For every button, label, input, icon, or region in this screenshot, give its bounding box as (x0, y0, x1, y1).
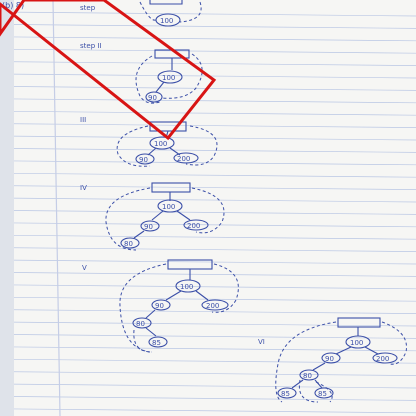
tree-node (277, 387, 297, 399)
ruled-line (0, 48, 416, 54)
svg-text:100: 100 (180, 283, 193, 291)
svg-text:85: 85 (281, 390, 290, 398)
svg-text:200: 200 (187, 222, 200, 230)
svg-text:80: 80 (124, 240, 133, 248)
ruled-line (0, 346, 416, 352)
ruled-line (0, 24, 416, 29)
ruled-line (0, 172, 416, 178)
ruled-line (0, 185, 416, 190)
svg-text:90: 90 (139, 156, 148, 164)
svg-text:90: 90 (148, 94, 157, 102)
ruled-line (0, 61, 416, 66)
ruled-line (0, 358, 416, 364)
tree-node (299, 369, 319, 381)
ruled-line (0, 98, 416, 104)
ruled-lines (0, 11, 416, 414)
ruled-line (0, 272, 416, 277)
tree-node (145, 91, 163, 103)
ruled-line (0, 148, 416, 153)
tree-node (175, 279, 201, 293)
ruled-line (0, 309, 416, 314)
tree-step-3: III 100 90 200 (80, 116, 218, 167)
tree-step-1: 100 (139, 0, 202, 27)
ruled-line (0, 210, 416, 215)
annotation-highlight (0, 0, 217, 141)
ruled-line (0, 321, 416, 327)
tree-node (155, 13, 181, 27)
svg-text:90: 90 (155, 302, 164, 310)
tree-node (201, 299, 229, 311)
tree-step-4: IV 100 90 200 80 (80, 182, 225, 251)
page-edge (0, 0, 14, 416)
tree-node (321, 352, 341, 364)
tree-node (372, 352, 398, 364)
tree-node (314, 387, 334, 399)
ruled-line (0, 383, 416, 389)
step-label: IV (80, 184, 87, 192)
ruled-line (0, 110, 416, 116)
tree-node (345, 335, 371, 349)
svg-text:85: 85 (152, 339, 161, 347)
tree-node (140, 220, 160, 232)
ruled-line (0, 123, 416, 128)
svg-text:100: 100 (350, 339, 363, 347)
tree-node (135, 153, 155, 165)
tree-node (149, 136, 175, 150)
margin-line (52, 0, 61, 416)
tree-node (183, 219, 209, 231)
svg-text:80: 80 (136, 320, 145, 328)
svg-text:200: 200 (177, 155, 190, 163)
ruled-line (0, 296, 416, 302)
ruled-line (0, 408, 416, 414)
svg-text:100: 100 (162, 74, 175, 82)
ruled-line (0, 160, 416, 166)
tree-node (151, 299, 171, 311)
svg-text:200: 200 (376, 355, 389, 363)
ruled-line (0, 396, 416, 401)
ruled-line (0, 36, 416, 42)
tree-step-5: V 100 90 200 80 85 (82, 259, 239, 353)
svg-text:90: 90 (325, 355, 334, 363)
question-label: (b) 8) (2, 1, 24, 10)
svg-text:100: 100 (162, 203, 175, 211)
step-label: step II (80, 42, 102, 50)
ruled-line (0, 247, 416, 252)
svg-text:200: 200 (206, 302, 219, 310)
tree-node (157, 199, 183, 213)
ruled-line (0, 197, 416, 203)
ruled-line (0, 371, 416, 376)
tree-node (132, 317, 152, 329)
tree-node (148, 336, 168, 348)
ruled-line (0, 234, 416, 240)
ruled-line (0, 284, 416, 290)
tree-node (157, 70, 183, 84)
ruled-line (0, 11, 416, 17)
header-step-label: step (80, 4, 96, 12)
tree-node (173, 152, 199, 164)
step-label: V (82, 264, 87, 272)
tree-step-6: VI 100 90 200 80 85 85 (258, 317, 407, 403)
svg-text:100: 100 (154, 140, 167, 148)
svg-text:90: 90 (144, 223, 153, 231)
svg-text:80: 80 (303, 372, 312, 380)
ruled-line (0, 334, 416, 339)
step-label: III (80, 116, 86, 124)
svg-text:100: 100 (160, 17, 173, 25)
ruled-line (0, 135, 416, 141)
tree-step-2: step II 100 90 (80, 42, 203, 104)
step-label: VI (258, 338, 265, 346)
tree-node (120, 237, 140, 249)
svg-text:85: 85 (318, 390, 327, 398)
ruled-line (0, 259, 416, 265)
